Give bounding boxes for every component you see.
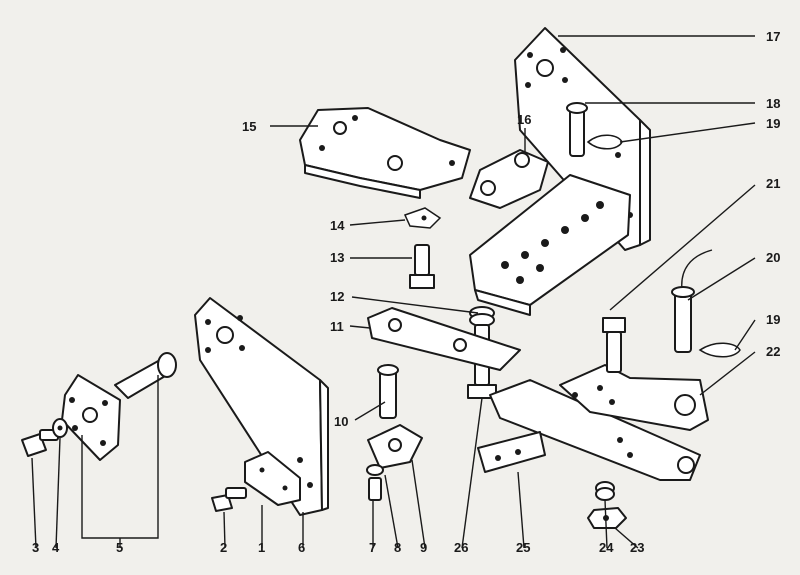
part-11-drawbar [367,307,521,371]
part-6-side-plate [194,297,329,516]
part-9-clamp [367,424,423,469]
callout-7: 7 [369,540,376,555]
callout-6: 6 [298,540,305,555]
callout-19-upper: 19 [766,116,780,131]
callout-11: 11 [330,319,344,334]
callout-2: 2 [220,540,227,555]
part-14-clip [403,207,442,229]
part-4-washer [52,418,68,438]
part-15-upper-bracket [299,107,471,199]
leader-lines [31,35,756,549]
part-2-bolt [211,487,247,512]
callout-1: 1 [258,540,265,555]
part-8-spring-washer [366,464,384,476]
callout-5: 5 [116,540,123,555]
callout-10: 10 [334,414,348,429]
part-5-flange-assembly [61,352,177,461]
callout-13: 13 [330,250,344,265]
part-18-pin [566,102,588,157]
part-16-swivel-link [469,149,549,209]
cast-housing [469,174,631,316]
callout-23: 23 [630,540,644,555]
callout-20: 20 [766,250,780,265]
callout-labels: 17 18 19 15 16 21 20 19 22 14 13 12 11 1… [32,29,780,555]
callout-3: 3 [32,540,39,555]
callout-19-lower: 19 [766,312,780,327]
part-20-hooked-pin [671,249,713,353]
callout-26: 26 [454,540,468,555]
part-10-pin [377,364,399,419]
part-23-nut [587,507,627,529]
callout-25: 25 [516,540,530,555]
part-13-bolt [409,244,435,289]
callout-21: 21 [766,176,780,191]
callout-18: 18 [766,96,780,111]
part-25-crossbar [477,379,701,481]
callout-22: 22 [766,344,780,359]
callout-17: 17 [766,29,780,44]
callout-12: 12 [330,289,344,304]
part-24-washer [595,481,615,501]
part-19-split-pin-lower [698,342,741,358]
part-12-spring [469,306,495,327]
part-21-bolt [602,317,626,373]
part-7-small-bolt [368,477,382,501]
callout-4: 4 [52,540,60,555]
callout-16: 16 [517,112,531,127]
callout-8: 8 [394,540,401,555]
callout-9: 9 [420,540,427,555]
part-3-bolt [21,429,59,457]
callout-24: 24 [599,540,614,555]
callout-15: 15 [242,119,256,134]
part-1-spacer-plate [244,451,301,506]
callout-14: 14 [330,218,345,233]
